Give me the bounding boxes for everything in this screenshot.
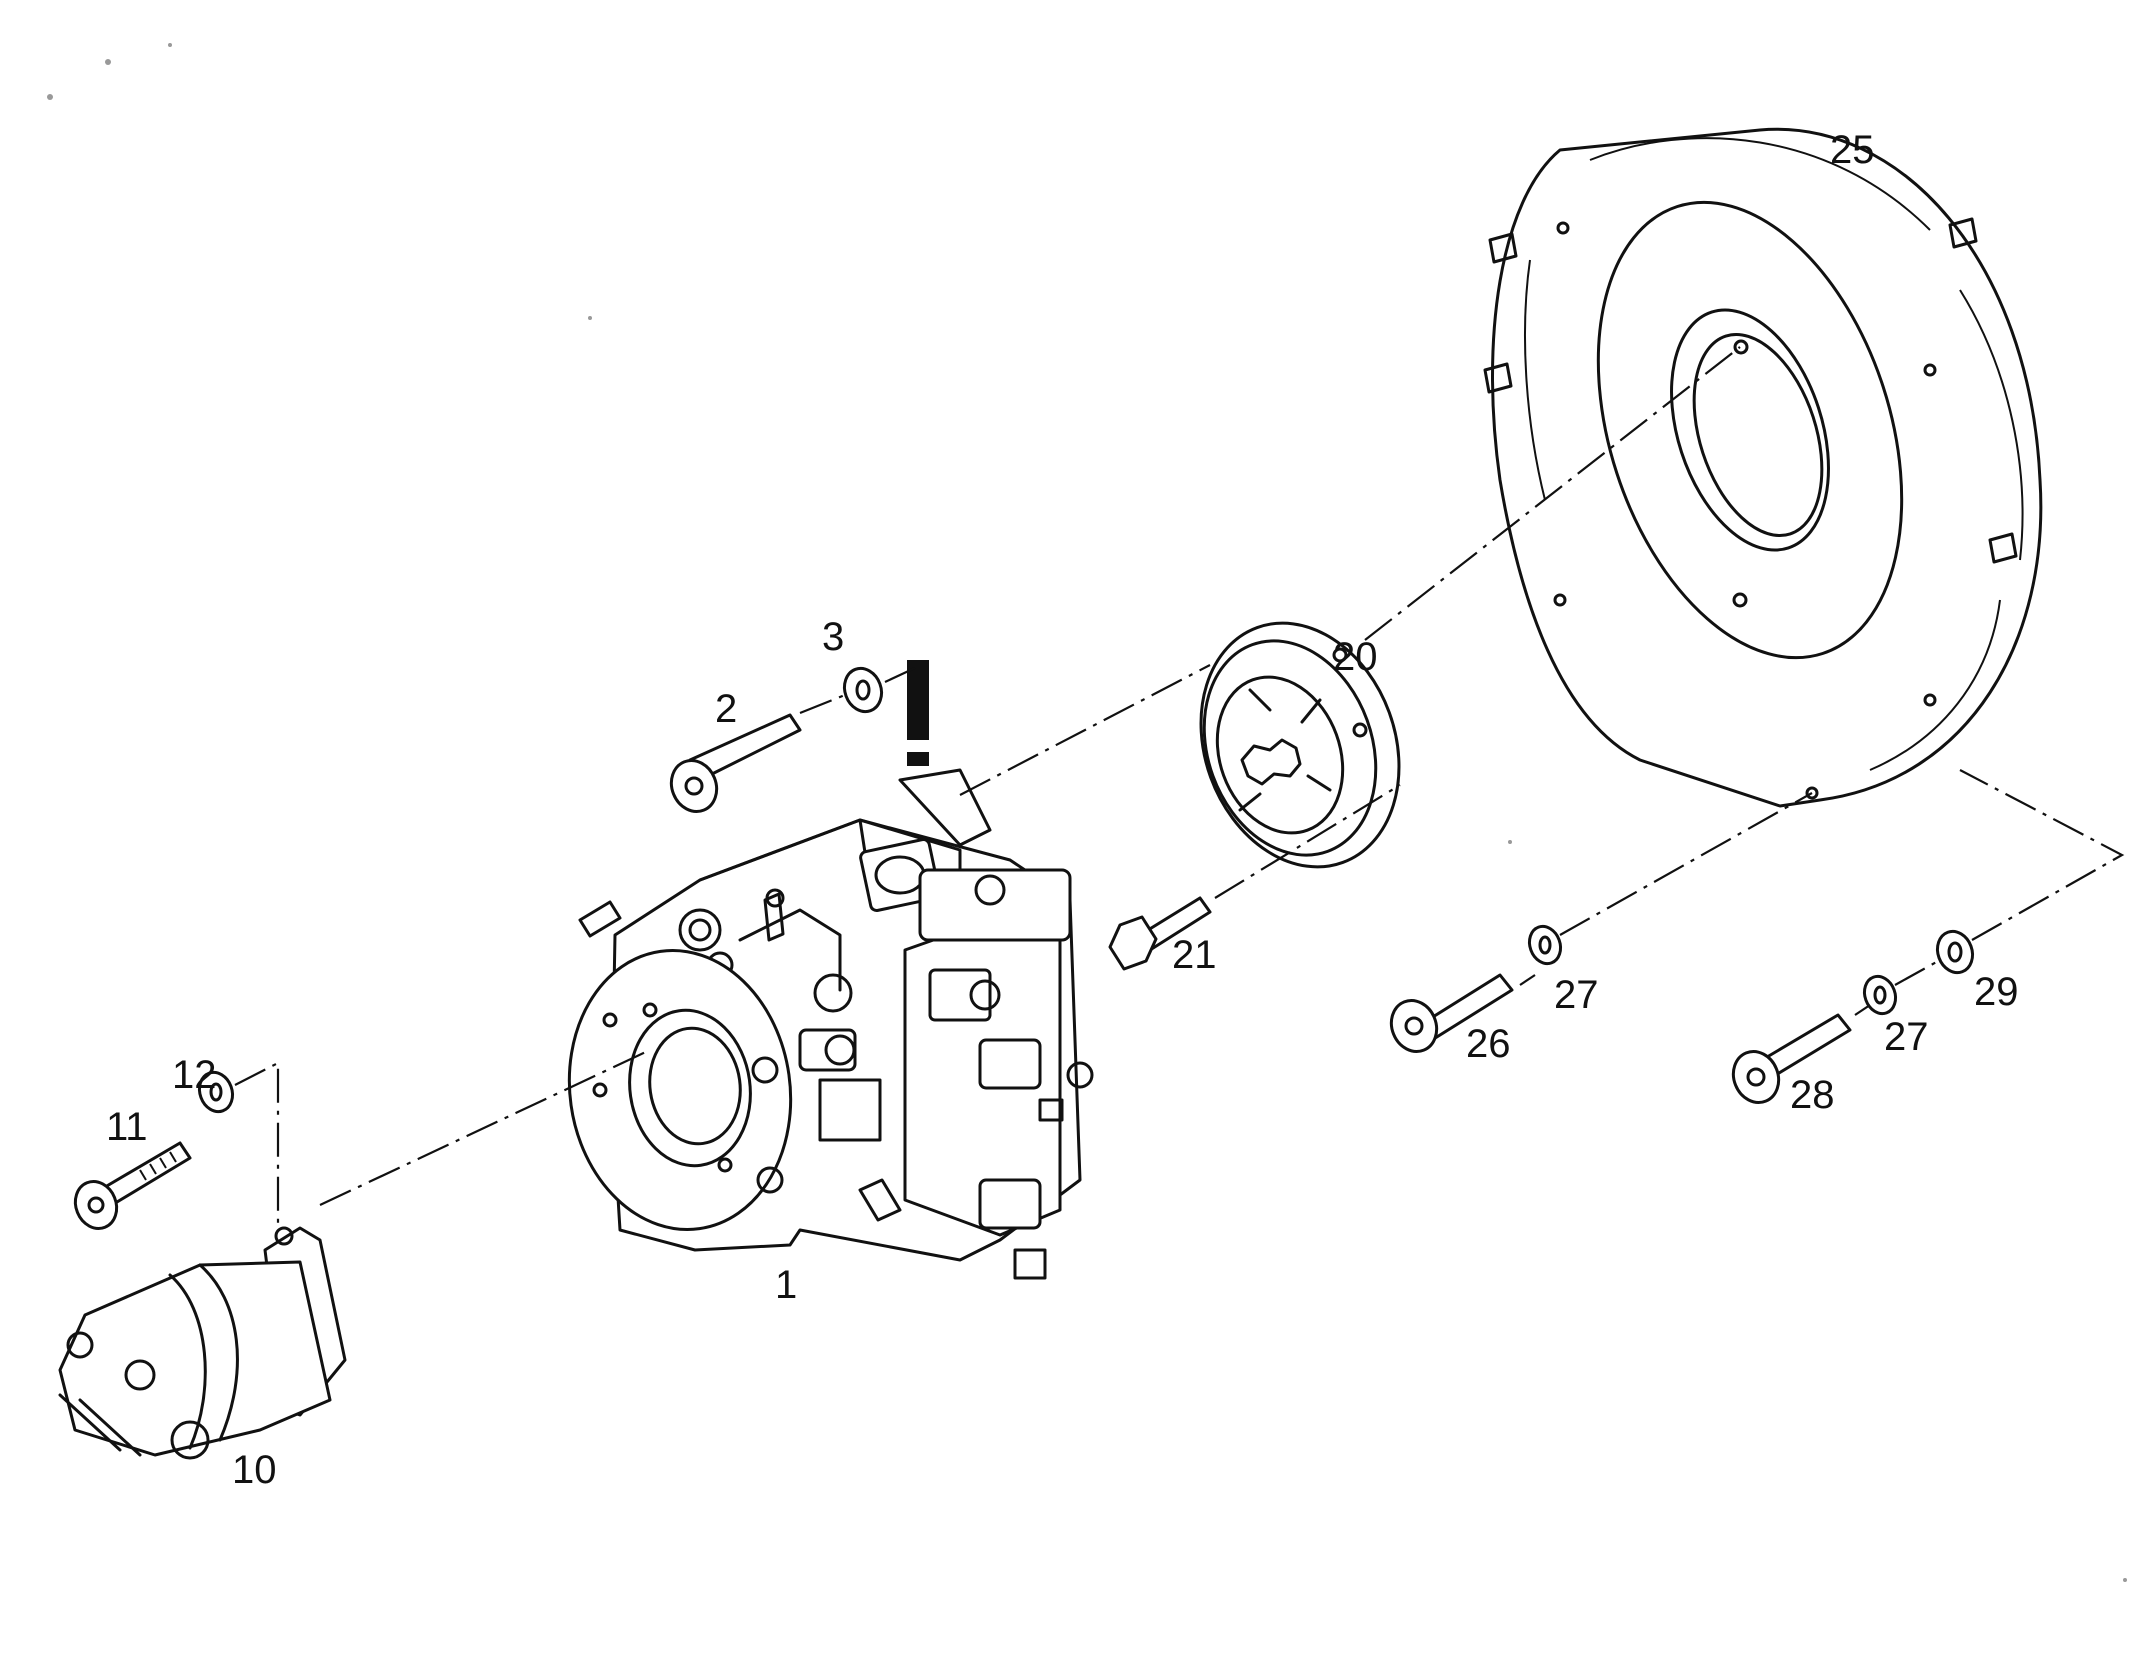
screw-part-26 bbox=[1389, 973, 1514, 1053]
bolt-part-21 bbox=[1108, 896, 1212, 971]
callout-11: 11 bbox=[106, 1105, 148, 1149]
assembly-lines bbox=[234, 346, 2125, 1226]
callout-26: 26 bbox=[1466, 1022, 1511, 1066]
auxiliary-pump-part-10 bbox=[58, 1226, 347, 1460]
callout-20: 20 bbox=[1333, 635, 1378, 679]
callout-10: 10 bbox=[232, 1448, 277, 1492]
callout-2: 2 bbox=[715, 687, 737, 731]
callout-labels: 1 2 3 10 11 12 20 21 25 26 27 27 28 29 bbox=[106, 128, 2019, 1492]
washer-part-3 bbox=[842, 666, 884, 714]
callout-27-lower: 27 bbox=[1884, 1015, 1929, 1059]
washer-part-27-lower bbox=[1862, 974, 1898, 1016]
hydraulic-pump-part-1 bbox=[567, 660, 1094, 1280]
screw-part-28 bbox=[1731, 1013, 1852, 1104]
scan-specks bbox=[47, 43, 2127, 1582]
callout-1: 1 bbox=[775, 1263, 797, 1307]
callout-25: 25 bbox=[1830, 128, 1875, 172]
flywheel-housing-part-25 bbox=[1483, 127, 2043, 808]
washer-part-12 bbox=[197, 1070, 235, 1114]
coupling-part-20 bbox=[1199, 621, 1401, 869]
screw-part-2 bbox=[669, 713, 802, 813]
washer-part-27-upper bbox=[1527, 924, 1563, 966]
callout-28: 28 bbox=[1790, 1073, 1835, 1117]
callout-27-upper: 27 bbox=[1554, 973, 1599, 1017]
callout-12: 12 bbox=[172, 1053, 217, 1097]
screw-part-11 bbox=[73, 1141, 192, 1230]
callout-29: 29 bbox=[1974, 970, 2019, 1014]
washer-part-29 bbox=[1935, 929, 1975, 975]
callout-21: 21 bbox=[1172, 933, 1217, 977]
callout-3: 3 bbox=[822, 615, 844, 659]
